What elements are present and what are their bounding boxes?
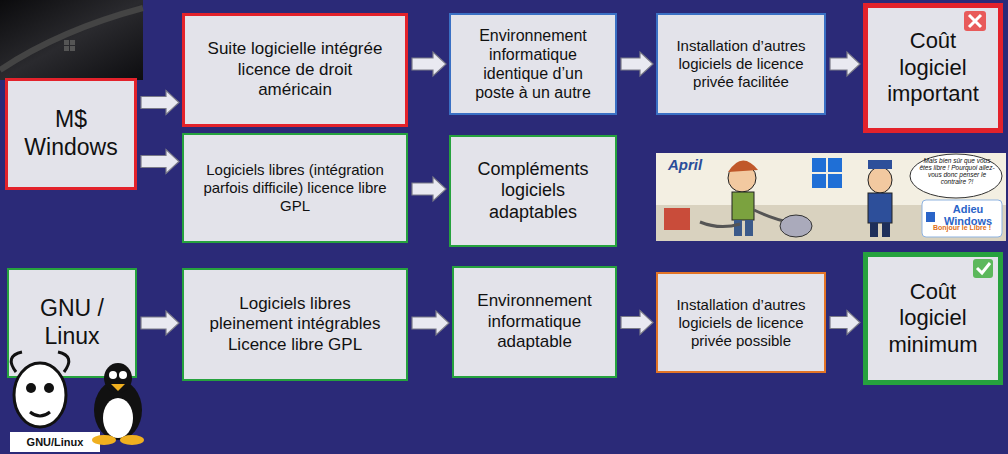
- block-arrow: [141, 150, 179, 174]
- block-arrow: [141, 311, 179, 335]
- block-arrow: [141, 91, 179, 115]
- box-text: Suite logicielle intégrée licence de dro…: [207, 39, 383, 100]
- process-box: Suite logicielle intégrée licence de dro…: [182, 13, 408, 127]
- illustration-label: Bonjour le Libre !: [924, 224, 1000, 232]
- outcome-box: Coût logiciel minimum: [863, 252, 1003, 385]
- illustration-label: Mais bien sûr que vous êtes libre ! Pour…: [918, 157, 996, 186]
- block-arrow: [412, 52, 446, 76]
- outcome-box: Coût logiciel important: [863, 3, 1003, 133]
- box-text: Compléments logiciels adaptables: [471, 159, 595, 224]
- block-arrow: [621, 311, 653, 335]
- box-text: Installation d’autres logiciels de licen…: [667, 37, 815, 91]
- process-box: Logiciels libres (intégration parfois di…: [182, 133, 408, 243]
- process-box: Installation d’autres logiciels de licen…: [656, 13, 826, 115]
- close-icon: [964, 11, 986, 31]
- box-text: Coût logiciel minimum: [878, 279, 988, 358]
- process-box: Compléments logiciels adaptables: [449, 135, 617, 247]
- process-box: Logiciels libres pleinement intégrables …: [182, 268, 408, 381]
- system-box: GNU / Linux: [7, 268, 137, 378]
- system-box: M$ Windows: [5, 78, 137, 190]
- block-arrow: [830, 311, 860, 335]
- process-box: Environnement informatique identique d’u…: [449, 13, 617, 115]
- block-arrow: [621, 52, 653, 76]
- box-text: Coût logiciel important: [878, 28, 988, 107]
- box-text: Environnement informatique identique d’u…: [465, 26, 601, 103]
- gnu-head-logo: [10, 352, 100, 452]
- windows-screenshot: [0, 0, 143, 80]
- box-text: GNU / Linux: [27, 295, 117, 350]
- illustration-label: April: [660, 157, 710, 174]
- block-arrow: [412, 311, 449, 335]
- box-text: M$ Windows: [22, 106, 120, 161]
- process-box: Installation d’autres logiciels de licen…: [656, 272, 826, 373]
- block-arrow: [412, 177, 446, 201]
- check-icon: [973, 259, 993, 278]
- tux-logo: [92, 363, 144, 445]
- illustration-label: GNU/Linux: [10, 436, 100, 448]
- box-text: Logiciels libres (intégration parfois di…: [189, 161, 401, 215]
- box-text: Environnement informatique adaptable: [469, 291, 600, 352]
- cartoon-banner: [656, 153, 1006, 241]
- box-text: Logiciels libres pleinement intégrables …: [204, 294, 386, 355]
- illustration-label: Adieu Windows: [936, 203, 1000, 227]
- block-arrow: [830, 52, 860, 76]
- process-box: Environnement informatique adaptable: [452, 266, 617, 378]
- box-text: Installation d’autres logiciels de licen…: [667, 296, 815, 350]
